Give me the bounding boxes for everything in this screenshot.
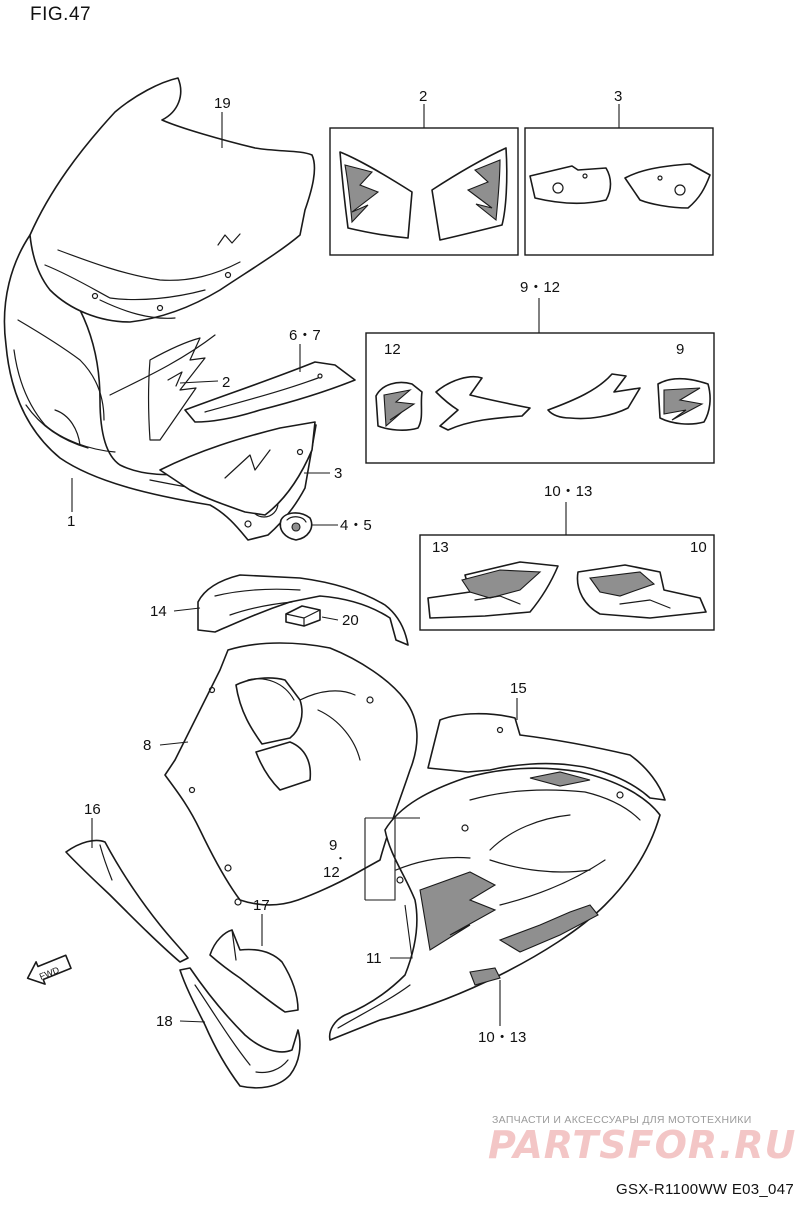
callout-9-12-box: 9・12 (520, 279, 560, 296)
cap-part-4-5 (279, 512, 313, 541)
callout-18: 18 (156, 1013, 173, 1030)
decal-set-box-part-10-13 (419, 534, 715, 631)
callout-10-inner: 10 (690, 539, 707, 556)
decal-set-10-13-graphics (427, 561, 707, 619)
callout-10-13-box: 10・13 (544, 483, 592, 500)
watermark-tagline: ЗАПЧАСТИ И АКСЕССУАРЫ ДЛЯ МОТОТЕХНИКИ (492, 1114, 752, 1126)
cowling-decal-part-2 (147, 337, 206, 441)
panel-part-15 (427, 712, 666, 801)
callout-9-inner: 9 (676, 341, 684, 358)
bracket-part-17 (209, 929, 299, 1013)
callout-19: 19 (214, 95, 231, 112)
brace-part-14 (197, 574, 409, 646)
lower-fairing-part-11 (328, 767, 661, 1041)
callout-8: 8 (143, 737, 151, 754)
callout-2: 2 (222, 374, 230, 391)
callout-16: 16 (84, 801, 101, 818)
pad-part-20 (285, 605, 321, 627)
callout-20: 20 (342, 612, 359, 629)
callout-9-lower: 9 (329, 837, 337, 854)
callout-3: 3 (334, 465, 342, 482)
cowling-side-cover-part-6-7 (184, 361, 356, 423)
callout-4-5: 4・5 (340, 517, 372, 534)
callout-17: 17 (253, 897, 270, 914)
figure-title: FIG.47 (30, 4, 92, 25)
decal-set-2-graphics (339, 147, 508, 241)
side-fairing-part-8 (164, 642, 418, 906)
decal-set-3-graphics (529, 163, 711, 209)
callout-14: 14 (150, 603, 167, 620)
callout-labels: 19 2 3 9・12 12 9 2 6・7 3 1 4・5 10・13 13 … (67, 88, 707, 1046)
lower-cowl-part-18 (179, 967, 301, 1089)
panel-part-16 (65, 839, 189, 963)
callout-1: 1 (67, 513, 75, 530)
callout-15: 15 (510, 680, 527, 697)
callout-3-box: 3 (614, 88, 622, 105)
callout-11: 11 (366, 950, 382, 967)
callout-2-box: 2 (419, 88, 427, 105)
windscreen-part-19 (29, 77, 316, 323)
callout-6-7: 6・7 (289, 327, 321, 344)
leader-lines (71, 104, 620, 1026)
watermark-logo: PARTSFOR.RU (488, 1123, 797, 1167)
callout-dot: ・ (335, 853, 346, 865)
model-code: GSX-R1100WW E03_047 (615, 1181, 794, 1198)
callout-13-inner: 13 (432, 539, 449, 556)
forward-arrow-marker (26, 954, 72, 985)
decal-set-9-12-graphics (375, 373, 711, 431)
inner-cover-part-3 (159, 421, 316, 516)
callout-12-lower: 12 (323, 864, 340, 881)
callout-12-inner: 12 (384, 341, 401, 358)
callout-10-13-lower: 10・13 (478, 1029, 526, 1046)
decal-set-box-part-9-12 (365, 332, 715, 464)
